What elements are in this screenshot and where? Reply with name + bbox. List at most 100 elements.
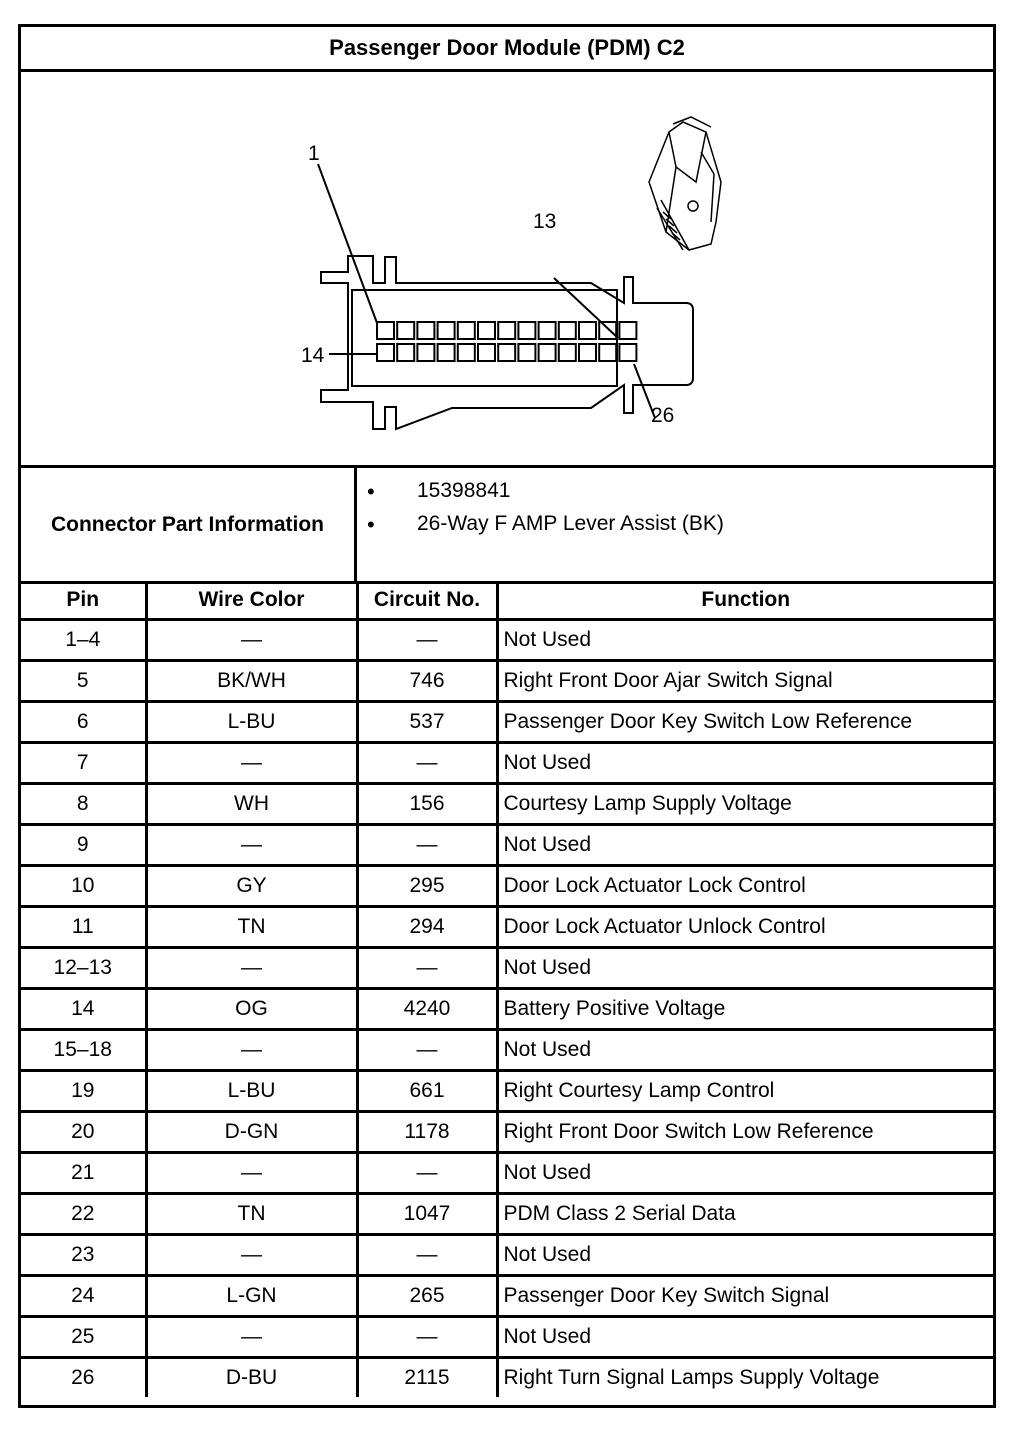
pin-cell: 24: [21, 1274, 148, 1318]
circuit-cell: 537: [355, 700, 499, 744]
wire-color-cell: L-BU: [144, 1069, 359, 1113]
pin-cavity: [477, 343, 496, 362]
wire-color-cell: —: [144, 1151, 359, 1195]
pin-cavity: [456, 321, 476, 340]
connector-isometric-icon: [648, 116, 722, 251]
pin-cell: 5: [21, 659, 148, 703]
circuit-cell: —: [355, 1151, 499, 1195]
circuit-cell: —: [355, 618, 499, 662]
table-row: 12–13——Not Used: [21, 946, 993, 990]
pin-cell: 19: [21, 1069, 148, 1113]
pin-cavity: [598, 343, 618, 362]
pinout-table: Pin Wire Color Circuit No. Function 1–4—…: [21, 581, 993, 1397]
function-cell: Not Used: [495, 1151, 993, 1195]
circuit-cell: 661: [355, 1069, 499, 1113]
connector-info-label: Connector Part Information: [21, 468, 357, 581]
table-row: 1–4——Not Used: [21, 618, 993, 662]
pin-cell: 26: [21, 1356, 148, 1397]
pin-cell: 10: [21, 864, 148, 908]
circuit-cell: —: [355, 741, 499, 785]
connector-face-drawing: 1 13 14 26: [301, 116, 722, 431]
function-cell: Passenger Door Key Switch Signal: [495, 1274, 993, 1318]
circuit-cell: —: [355, 1233, 499, 1277]
circuit-cell: —: [355, 823, 499, 867]
wire-color-cell: D-BU: [144, 1356, 359, 1397]
pin-cell: 9: [21, 823, 148, 867]
connector-sheet: Passenger Door Module (PDM) C2 1 13 14 2…: [18, 24, 996, 1408]
pin-cell: 15–18: [21, 1028, 148, 1072]
header-wire-color: Wire Color: [144, 581, 359, 621]
pin-cavity: [376, 343, 395, 362]
circuit-cell: 1178: [355, 1110, 499, 1154]
wire-color-cell: D-GN: [144, 1110, 359, 1154]
connector-housing-outline: [320, 255, 694, 431]
function-cell: PDM Class 2 Serial Data: [495, 1192, 993, 1236]
pin-cell: 21: [21, 1151, 148, 1195]
function-cell: Not Used: [495, 1028, 993, 1072]
wire-color-cell: L-GN: [144, 1274, 359, 1318]
info-item-text: 15398841: [417, 479, 511, 502]
pin-cell: 12–13: [21, 946, 148, 990]
pin-cell: 1–4: [21, 618, 148, 662]
connector-diagram: 1 13 14 26: [21, 72, 993, 468]
table-row: 25——Not Used: [21, 1315, 993, 1359]
function-cell: Not Used: [495, 1233, 993, 1277]
pin-cavity: [557, 321, 577, 340]
pin-cell: 11: [21, 905, 148, 949]
wire-color-cell: BK/WH: [144, 659, 359, 703]
circuit-cell: 4240: [355, 987, 499, 1031]
circuit-cell: 265: [355, 1274, 499, 1318]
function-cell: Not Used: [495, 946, 993, 990]
pin-cell: 6: [21, 700, 148, 744]
wire-color-cell: —: [144, 823, 359, 867]
pin-cavity: [497, 343, 517, 362]
wire-color-cell: TN: [144, 905, 359, 949]
wire-color-cell: OG: [144, 987, 359, 1031]
table-row: 9——Not Used: [21, 823, 993, 867]
connector-info-list: • 15398841 • 26-Way F AMP Lever Assist (…: [357, 468, 993, 581]
circuit-cell: —: [355, 1315, 499, 1359]
pin-cavity: [416, 321, 436, 340]
function-cell: Courtesy Lamp Supply Voltage: [495, 782, 993, 826]
wire-color-cell: L-BU: [144, 700, 359, 744]
function-cell: Not Used: [495, 741, 993, 785]
circuit-cell: 294: [355, 905, 499, 949]
table-row: 15–18——Not Used: [21, 1028, 993, 1072]
circuit-cell: —: [355, 946, 499, 990]
pin-cavity: [456, 343, 476, 362]
pin-cell: 8: [21, 782, 148, 826]
wire-color-cell: TN: [144, 1192, 359, 1236]
pin-13-leader: [553, 277, 619, 339]
pin-1-label: 1: [308, 142, 320, 165]
function-cell: Battery Positive Voltage: [495, 987, 993, 1031]
info-item-text: 26-Way F AMP Lever Assist (BK): [417, 512, 724, 535]
function-cell: Not Used: [495, 823, 993, 867]
pin-cell: 23: [21, 1233, 148, 1277]
pin-grid: [376, 321, 638, 362]
wire-color-cell: —: [144, 741, 359, 785]
pin-cavity: [436, 343, 456, 362]
table-row: 21——Not Used: [21, 1151, 993, 1195]
function-cell: Passenger Door Key Switch Low Reference: [495, 700, 993, 744]
wire-color-cell: —: [144, 1315, 359, 1359]
wire-color-cell: WH: [144, 782, 359, 826]
circuit-cell: 746: [355, 659, 499, 703]
circuit-cell: —: [355, 1028, 499, 1072]
pin-cavity: [598, 321, 618, 340]
pin-26-label: 26: [651, 404, 674, 427]
pin-cavity: [618, 321, 638, 340]
pin-cell: 22: [21, 1192, 148, 1236]
circuit-cell: 1047: [355, 1192, 499, 1236]
pin-cavity: [436, 321, 456, 340]
pin-cavity: [477, 321, 496, 340]
circuit-cell: 156: [355, 782, 499, 826]
pin-26-leader: [633, 363, 656, 419]
